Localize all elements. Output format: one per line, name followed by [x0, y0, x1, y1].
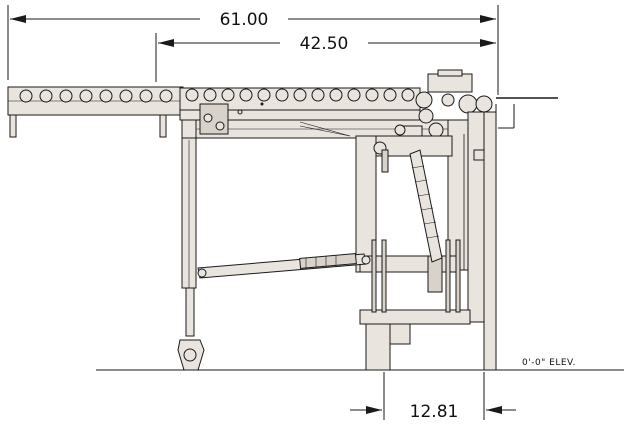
elevation-label: 0'-0" ELEV. — [522, 358, 576, 368]
diagonal-gas-spring — [409, 149, 443, 263]
right-side-plates — [447, 111, 497, 371]
roller-row-left — [19, 89, 173, 103]
left-support-leg — [177, 137, 205, 371]
base-foot — [359, 239, 471, 371]
dimension-conveyor-length: 42.50 — [155, 33, 496, 82]
dimension-overall: 61.00 — [7, 5, 499, 95]
roller-infeed-section — [7, 86, 184, 138]
dimension-conveyor-label: 42.50 — [300, 34, 349, 54]
roller-row-main — [185, 88, 415, 102]
dimension-bottom: 12.81 — [350, 372, 516, 422]
discharge-conveyor — [495, 97, 558, 130]
dimension-bottom-label: 12.81 — [410, 402, 459, 422]
horizontal-brace — [197, 253, 371, 279]
dimension-overall-label: 61.00 — [220, 10, 269, 30]
